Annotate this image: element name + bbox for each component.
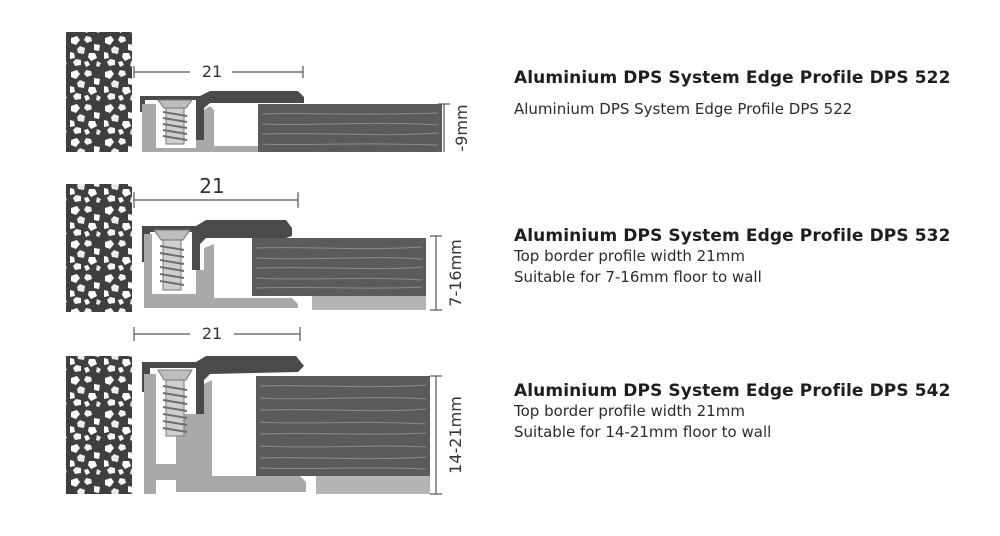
profile-522-title: Aluminium DPS System Edge Profile DPS 52…: [514, 68, 951, 88]
screw-542: [157, 369, 193, 437]
underlay-542: [316, 476, 430, 494]
profile-532-info: Aluminium DPS System Edge Profile DPS 53…: [514, 226, 984, 288]
profile-532-title: Aluminium DPS System Edge Profile DPS 53…: [514, 226, 951, 246]
width-label-542: 21: [202, 324, 222, 343]
underlay-532: [312, 296, 426, 310]
floor-board-542: [256, 376, 430, 476]
profile-542-title: Aluminium DPS System Edge Profile DPS 54…: [514, 381, 951, 401]
height-dimension-532: [430, 235, 442, 311]
profile-cap-542: [134, 356, 304, 414]
screw-522: [157, 99, 193, 145]
height-label-532: 7-16mm: [446, 239, 465, 306]
profile-542-description-1: Top border profile width 21mm: [514, 402, 745, 420]
profile-body-532: [144, 234, 298, 308]
wall-522: [66, 32, 132, 152]
width-dimension-532: [133, 192, 299, 208]
profile-cap-532: [134, 220, 292, 270]
height-dimension-522: [438, 103, 450, 152]
width-dimension-522: [133, 66, 304, 78]
height-label-542: 14-21mm: [446, 396, 465, 474]
height-label-522: -9mm: [452, 104, 471, 151]
profile-522-drawing: 21 -9mm: [66, 32, 471, 152]
profile-522-info: Aluminium DPS System Edge Profile DPS 52…: [514, 68, 984, 120]
profile-cap-522: [134, 91, 304, 140]
wall-532: [66, 184, 132, 312]
profile-542-info: Aluminium DPS System Edge Profile DPS 54…: [514, 381, 984, 443]
profile-532-description-2: Suitable for 7-16mm floor to wall: [514, 268, 762, 286]
width-label-532: 21: [199, 174, 224, 198]
wall-542: [66, 356, 132, 494]
screw-532: [153, 229, 191, 291]
profile-body-542: [144, 374, 306, 494]
profile-522-description: Aluminium DPS System Edge Profile DPS 52…: [514, 100, 853, 118]
profile-542-description-2: Suitable for 14-21mm floor to wall: [514, 423, 772, 441]
profile-532-description-1: Top border profile width 21mm: [514, 247, 745, 265]
profile-532-drawing: 21 7-16mm: [66, 174, 465, 312]
height-dimension-542: [430, 375, 442, 495]
profile-542-drawing: 21 14-21mm: [66, 324, 465, 495]
width-dimension-542: [133, 327, 301, 341]
profile-diagrams: 21 -9mm 21: [66, 32, 471, 495]
width-label-522: 21: [202, 62, 222, 81]
